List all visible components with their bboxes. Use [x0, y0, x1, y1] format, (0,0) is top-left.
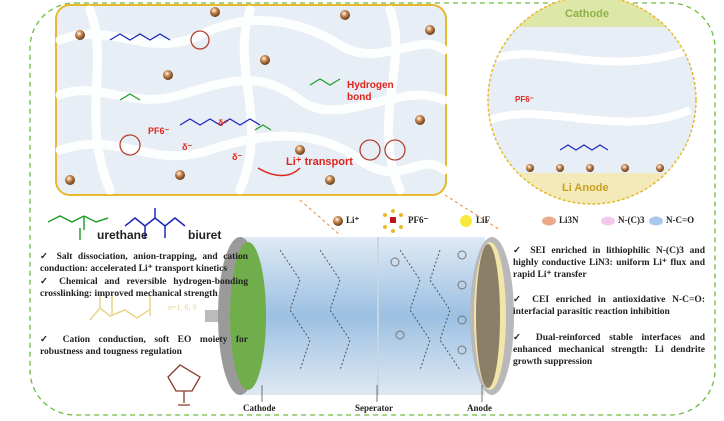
legend-pf6-icon: [383, 209, 403, 233]
left-point-1: ✓ Salt dissociation, anion-trapping, and…: [40, 251, 248, 275]
left-point-2: ✓ Chemical and reversible hydrogen-bondi…: [40, 276, 248, 300]
circle-cathode-label: Cathode: [565, 8, 609, 20]
legend-li3n-icon: [542, 216, 556, 226]
legend-nc3-icon: [601, 216, 615, 226]
delta-minus-label: δ⁻: [182, 142, 193, 152]
legend-nc3-label: N-(C)3: [618, 215, 645, 225]
urethane-label: urethane: [97, 228, 148, 242]
legend-pf6-label: PF6⁻: [408, 215, 429, 225]
left-point-text: Chemical and reversible hydrogen-bonding…: [40, 277, 249, 299]
check-icon: ✓: [40, 335, 55, 345]
biuret-structure: [124, 208, 186, 238]
battery-anode-label: Anode: [467, 403, 493, 413]
biuret-label: biuret: [188, 228, 222, 242]
right-point-1: ✓ SEI enriched in lithiophilic N-(C)3 an…: [513, 245, 705, 281]
left-point-text: Cation conduction, soft EO moiety for ro…: [40, 335, 248, 357]
legend-li3n-label: Li3N: [559, 215, 579, 225]
pf6-label: PF6⁻: [148, 126, 170, 136]
battery-cathode-label: Cathode: [243, 403, 276, 413]
eo-structure: [89, 294, 151, 321]
polymer-network-panel: [55, 4, 449, 196]
legend-lif-icon: [460, 215, 472, 227]
legend-nco-label: N-C=O: [666, 215, 695, 225]
legend-nco-icon: [649, 216, 663, 226]
battery-separator-label: Seperator: [355, 403, 393, 413]
left-point-3: ✓ Cation conduction, soft EO moiety for …: [40, 334, 248, 358]
check-icon: ✓: [513, 246, 525, 256]
circle-anode-label: Li Anode: [562, 182, 609, 194]
delta-plus-label: δ⁺: [218, 118, 229, 128]
right-point-2: ✓ CEI enriched in antioxidative N-C=O: i…: [513, 294, 705, 318]
right-point-text: Dual-reinforced stable interfaces and en…: [513, 333, 706, 367]
check-icon: ✓: [513, 333, 528, 343]
right-point-text: SEI enriched in lithiophilic N-(C)3 and …: [513, 246, 705, 280]
li-transport-label: Li⁺ transport: [286, 156, 353, 168]
delta-minus-label: δ⁻: [232, 152, 243, 162]
check-icon: ✓: [513, 295, 526, 305]
right-point-text: CEI enriched in antioxidative N-C=O: int…: [513, 295, 705, 317]
right-point-3: ✓ Dual-reinforced stable interfaces and …: [513, 332, 705, 368]
battery-cylinder: [205, 237, 514, 402]
legend-li-label: Li⁺: [346, 215, 360, 225]
eo-repeat-label: n=1, 6, 9: [168, 303, 197, 312]
urethane-structure: [47, 215, 109, 240]
left-point-text: Salt dissociation, anion-trapping, and c…: [40, 252, 248, 274]
hydrogen-bond-label: Hydrogen bond: [347, 80, 394, 103]
carbonate-structure: [167, 364, 201, 406]
outer-dashed-border: [29, 2, 716, 416]
check-icon: ✓: [40, 277, 53, 287]
legend-li-icon: [333, 216, 343, 226]
check-icon: ✓: [40, 252, 52, 262]
legend-lif-label: LiF: [476, 215, 491, 225]
circle-pf6-label: PF6⁻: [515, 95, 534, 104]
